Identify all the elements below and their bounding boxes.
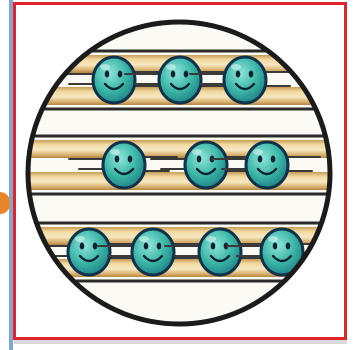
row-gap [14,109,344,136]
smiley-particle-icon [68,229,110,275]
smiley-particle-icon [224,57,266,103]
smiley-particle-icon [132,229,174,275]
row-gap [14,194,344,223]
row-gap [14,281,344,337]
smiley-particle-icon [93,57,135,103]
smiley-particle-icon [185,142,227,188]
smiley-particle-icon [246,142,288,188]
row-gap [14,3,344,51]
smiley-particle-icon [103,142,145,188]
row-rod [14,140,344,158]
smiley-particle-icon [159,57,201,103]
particle-lattice-illustration [14,3,344,337]
row-rod [14,172,344,190]
frame-shadow [14,340,347,344]
smiley-particle-icon [199,229,241,275]
